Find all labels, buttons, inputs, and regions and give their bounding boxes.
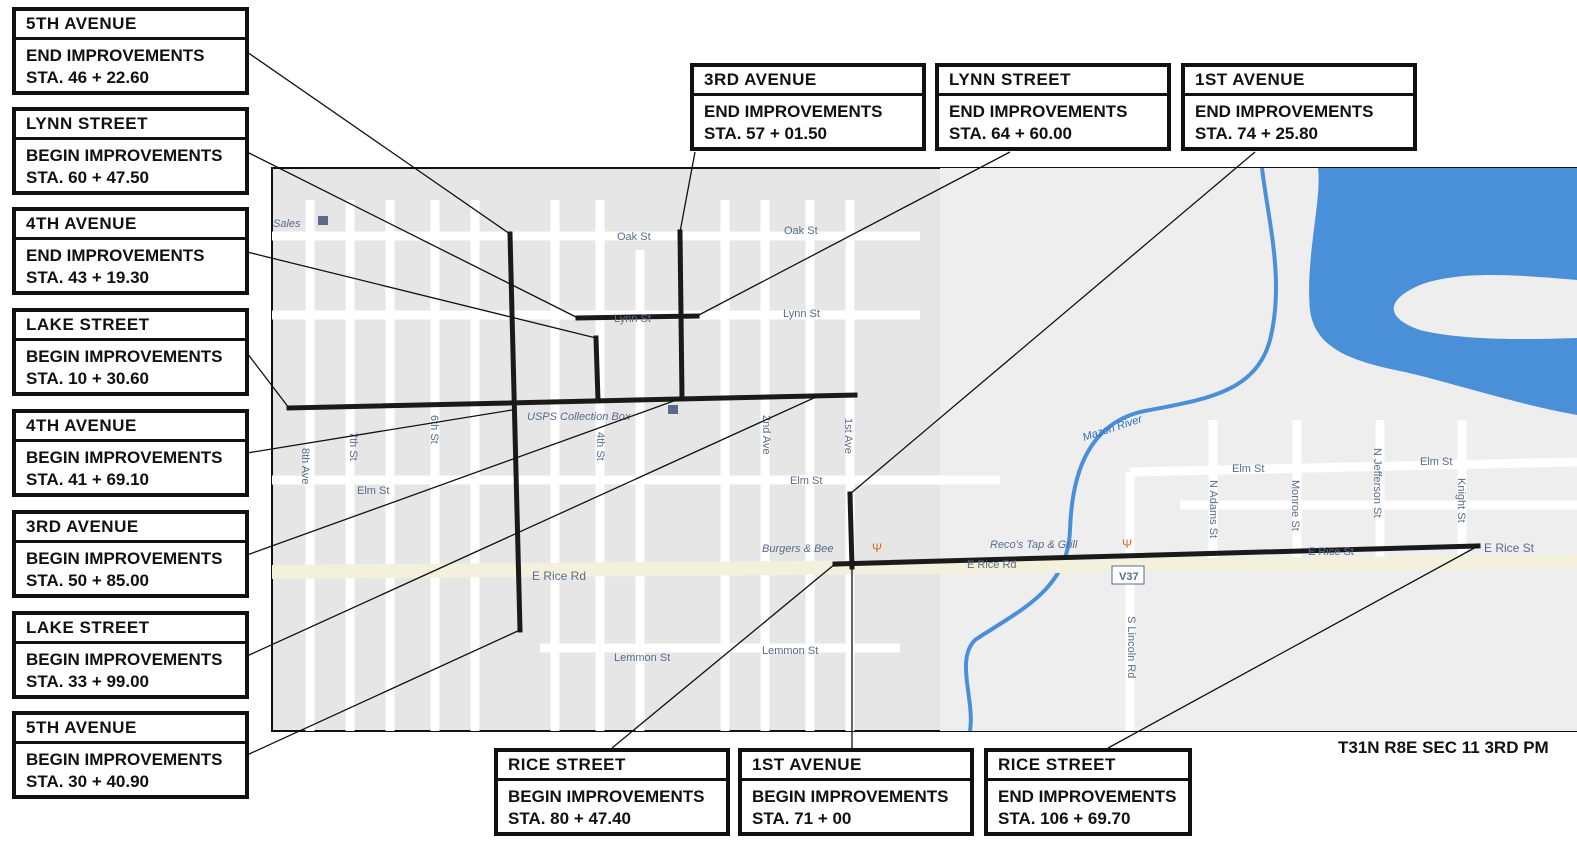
callout-station: STA. 43 + 19.30: [26, 268, 150, 287]
callout-action: END IMPROVEMENTS: [704, 102, 883, 121]
callout-4th-ave-end: 4TH AVENUE END IMPROVEMENTS STA. 43 + 19…: [12, 207, 249, 295]
label-burgers: Burgers & Bee: [762, 543, 834, 555]
callout-street: RICE STREET: [498, 752, 726, 781]
callout-station: STA. 57 + 01.50: [704, 124, 828, 143]
callout-street: LAKE STREET: [16, 312, 245, 341]
callout-station: STA. 46 + 22.60: [26, 68, 150, 87]
restaurant-icon-2: Ψ: [1122, 537, 1132, 551]
label-e-rice-st-2: E Rice St: [1484, 541, 1535, 555]
mailbox-icon: [668, 405, 678, 414]
callout-lake-begin-2: LAKE STREET BEGIN IMPROVEMENTS STA. 33 +…: [12, 611, 249, 699]
callout-station: STA. 41 + 69.10: [26, 470, 150, 489]
label-e-rice-rd-2: E Rice Rd: [967, 559, 1017, 571]
callout-station: STA. 106 + 69.70: [998, 809, 1131, 828]
callout-street: 1ST AVENUE: [1185, 67, 1413, 96]
label-2nd-ave: 2nd Ave: [760, 415, 772, 455]
callout-station: STA. 50 + 85.00: [26, 571, 150, 590]
label-e-rice-rd-1: E Rice Rd: [532, 569, 586, 583]
label-knight-st: Knight St: [1455, 478, 1467, 523]
label-lynn-st-1: Lynn St: [614, 313, 651, 325]
callout-1st-ave-end: 1ST AVENUE END IMPROVEMENTS STA. 74 + 25…: [1181, 63, 1417, 151]
label-v37: V37: [1119, 571, 1139, 583]
mazon-river: [963, 168, 1279, 731]
callout-action: END IMPROVEMENTS: [1195, 102, 1374, 121]
label-elm-st-1: Elm St: [357, 485, 389, 497]
callout-station: STA. 60 + 47.50: [26, 168, 150, 187]
callout-1st-ave-begin: 1ST AVENUE BEGIN IMPROVEMENTS STA. 71 + …: [738, 748, 974, 836]
label-1st-ave: 1st Ave: [842, 418, 854, 454]
callout-3rd-ave-begin: 3RD AVENUE BEGIN IMPROVEMENTS STA. 50 + …: [12, 510, 249, 598]
callout-action: BEGIN IMPROVEMENTS: [26, 750, 223, 769]
label-s-lincoln-rd: S Lincoln Rd: [1125, 616, 1137, 678]
label-8th-ave: 8th Ave: [299, 448, 311, 485]
label-7th-st: 7th St: [347, 432, 359, 461]
callout-station: STA. 33 + 99.00: [26, 672, 150, 691]
sales-icon: [318, 216, 328, 225]
map-labels: Sales Oak St Oak St Lynn St Lynn St USPS…: [273, 216, 1535, 678]
label-oak-st-1: Oak St: [617, 231, 651, 243]
callout-rice-end: RICE STREET END IMPROVEMENTS STA. 106 + …: [984, 748, 1192, 836]
callout-rice-begin: RICE STREET BEGIN IMPROVEMENTS STA. 80 +…: [494, 748, 730, 836]
callout-station: STA. 10 + 30.60: [26, 369, 150, 388]
callout-action: BEGIN IMPROVEMENTS: [26, 650, 223, 669]
label-usps: USPS Collection Box: [527, 411, 631, 423]
callout-action: END IMPROVEMENTS: [998, 787, 1177, 806]
callout-action: BEGIN IMPROVEMENTS: [26, 549, 223, 568]
callout-action: BEGIN IMPROVEMENTS: [26, 347, 223, 366]
label-elm-st-2: Elm St: [790, 475, 822, 487]
callout-street: RICE STREET: [988, 752, 1188, 781]
callout-action: END IMPROVEMENTS: [26, 46, 205, 65]
label-lemmon-st-2: Lemmon St: [762, 645, 818, 657]
callout-street: 4TH AVENUE: [16, 413, 245, 442]
callout-action: END IMPROVEMENTS: [26, 246, 205, 265]
improvement-lines: [286, 229, 1481, 633]
label-lemmon-st-1: Lemmon St: [614, 652, 670, 664]
label-6th-st: 6th St: [428, 415, 440, 444]
label-e-rice-st-1: E Rice St: [1308, 546, 1354, 558]
callout-street: 3RD AVENUE: [16, 514, 245, 543]
callout-action: BEGIN IMPROVEMENTS: [508, 787, 705, 806]
callout-lake-begin-1: LAKE STREET BEGIN IMPROVEMENTS STA. 10 +…: [12, 308, 249, 396]
lake-water: [1309, 168, 1577, 415]
label-n-adams-st: N Adams St: [1207, 480, 1219, 538]
callout-street: LAKE STREET: [16, 615, 245, 644]
callout-5th-ave-end: 5TH AVENUE END IMPROVEMENTS STA. 46 + 22…: [12, 7, 249, 95]
township-label: T31N R8E SEC 11 3RD PM: [1338, 738, 1549, 757]
leader-lines: [246, 51, 1479, 756]
callout-station: STA. 71 + 00: [752, 809, 852, 828]
callout-4th-ave-begin: 4TH AVENUE BEGIN IMPROVEMENTS STA. 41 + …: [12, 409, 249, 497]
callout-street: 1ST AVENUE: [742, 752, 970, 781]
route-shield-v37: [1111, 565, 1145, 585]
callout-3rd-ave-end: 3RD AVENUE END IMPROVEMENTS STA. 57 + 01…: [690, 63, 926, 151]
callout-street: 4TH AVENUE: [16, 211, 245, 240]
rice-road-band: [272, 555, 1577, 579]
callout-street: 3RD AVENUE: [694, 67, 922, 96]
label-oak-st-2: Oak St: [784, 225, 818, 237]
label-recos: Reco's Tap & Grill: [990, 539, 1078, 551]
callout-station: STA. 30 + 40.90: [26, 772, 150, 791]
label-elm-st-3: Elm St: [1232, 463, 1264, 475]
callout-station: STA. 64 + 60.00: [949, 124, 1073, 143]
callout-lynn-begin: LYNN STREET BEGIN IMPROVEMENTS STA. 60 +…: [12, 107, 249, 195]
callout-action: BEGIN IMPROVEMENTS: [26, 448, 223, 467]
callout-street: LYNN STREET: [16, 111, 245, 140]
restaurant-icon-1: Ψ: [872, 541, 882, 555]
callout-station: STA. 74 + 25.80: [1195, 124, 1319, 143]
callout-5th-ave-begin: 5TH AVENUE BEGIN IMPROVEMENTS STA. 30 + …: [12, 711, 249, 799]
callout-street: LYNN STREET: [939, 67, 1167, 96]
label-lynn-st-2: Lynn St: [783, 308, 820, 320]
callout-street: 5TH AVENUE: [16, 11, 245, 40]
callout-action: BEGIN IMPROVEMENTS: [752, 787, 949, 806]
label-elm-st-4: Elm St: [1420, 456, 1452, 468]
callout-lynn-end: LYNN STREET END IMPROVEMENTS STA. 64 + 6…: [935, 63, 1171, 151]
callout-station: STA. 80 + 47.40: [508, 809, 632, 828]
callout-action: END IMPROVEMENTS: [949, 102, 1128, 121]
label-n-jefferson-st: N Jefferson St: [1371, 448, 1383, 518]
label-monroe-st: Monroe St: [1289, 480, 1301, 531]
label-sales: Sales: [273, 218, 301, 230]
callout-street: 5TH AVENUE: [16, 715, 245, 744]
callout-action: BEGIN IMPROVEMENTS: [26, 146, 223, 165]
label-4th-st: 4th St: [594, 432, 606, 461]
